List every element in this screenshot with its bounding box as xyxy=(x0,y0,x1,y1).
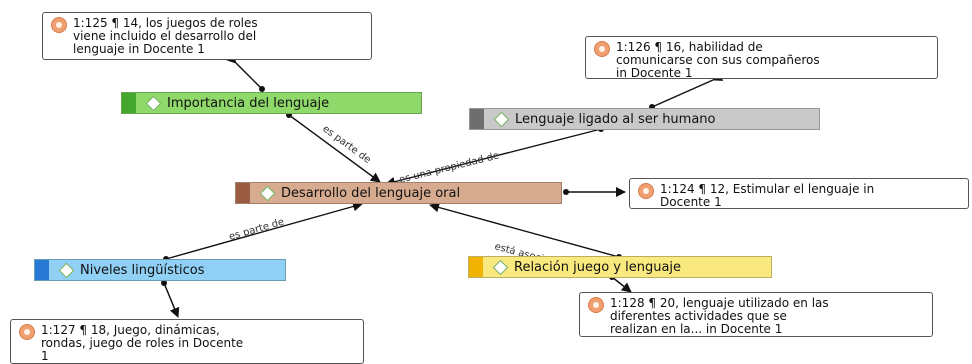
quote-node-127[interactable]: 1:127 ¶ 18, Juego, dinámicas, rondas, ju… xyxy=(10,319,364,364)
edge-label-ligado: es una propiedad de xyxy=(398,150,500,186)
quote-node-126[interactable]: 1:126 ¶ 16, habilidad de comunicarse con… xyxy=(585,36,938,80)
quotation-icon xyxy=(51,17,67,33)
code-node-niveles[interactable]: Niveles lingüísticos xyxy=(34,259,286,281)
quote-node-125[interactable]: 1:125 ¶ 14, los juegos de roles viene in… xyxy=(42,12,372,60)
quotation-icon xyxy=(638,183,654,199)
edge-label-niveles: es parte de xyxy=(228,217,286,243)
link-dot xyxy=(161,280,167,286)
quote-text: 1:125 ¶ 14, los juegos de roles viene in… xyxy=(73,16,258,56)
color-stripe xyxy=(469,257,483,277)
quote-node-128[interactable]: 1:128 ¶ 20, lenguaje utilizado en las di… xyxy=(579,292,933,337)
code-label: Niveles lingüísticos xyxy=(80,262,205,278)
color-stripe xyxy=(35,260,49,280)
code-node-desarrollo[interactable]: Desarrollo del lenguaje oral xyxy=(235,182,562,204)
quote-text: 1:124 ¶ 12, Estimular el lenguaje in Doc… xyxy=(660,182,875,209)
edge-label-importancia: es parte de xyxy=(320,124,372,166)
link-dot xyxy=(259,86,265,92)
code-label: Lenguaje ligado al ser humano xyxy=(515,111,716,127)
code-label: Importancia del lenguaje xyxy=(167,95,330,111)
quotation-icon xyxy=(19,324,35,340)
code-diamond-icon xyxy=(58,262,75,278)
code-diamond-icon xyxy=(145,95,162,111)
network-canvas: es parte de es una propiedad de es parte… xyxy=(10,12,969,364)
quote-text: 1:128 ¶ 20, lenguaje utilizado en las di… xyxy=(610,296,829,336)
code-diamond-icon xyxy=(259,185,276,201)
code-node-relacion[interactable]: Relación juego y lenguaje xyxy=(468,256,772,278)
code-node-importancia[interactable]: Importancia del lenguaje xyxy=(121,92,422,114)
quote-node-124[interactable]: 1:124 ¶ 12, Estimular el lenguaje in Doc… xyxy=(629,178,969,209)
code-diamond-icon xyxy=(493,111,510,127)
quote-text: 1:126 ¶ 16, habilidad de comunicarse con… xyxy=(616,40,820,80)
link-niveles-q127 xyxy=(163,282,180,318)
color-stripe xyxy=(236,183,250,203)
quote-text: 1:127 ¶ 18, Juego, dinámicas, rondas, ju… xyxy=(41,323,244,363)
edge-ligado-desarrollo xyxy=(385,128,602,187)
edge-importancia-desarrollo xyxy=(288,114,381,183)
link-q126-ligado xyxy=(651,71,724,108)
link-q125-importancia xyxy=(226,53,263,90)
link-relacion-q128 xyxy=(611,276,632,293)
code-node-lenguaje-ligado[interactable]: Lenguaje ligado al ser humano xyxy=(469,108,820,130)
edge-niveles-desarrollo xyxy=(165,201,363,260)
code-label: Desarrollo del lenguaje oral xyxy=(281,185,461,201)
color-stripe xyxy=(470,109,484,129)
link-dot xyxy=(563,189,569,195)
edge-relacion-desarrollo xyxy=(429,202,620,258)
color-stripe xyxy=(122,93,136,113)
code-diamond-icon xyxy=(492,259,509,275)
quotation-icon xyxy=(588,297,604,313)
code-label: Relación juego y lenguaje xyxy=(514,259,682,275)
quotation-icon xyxy=(594,41,610,57)
